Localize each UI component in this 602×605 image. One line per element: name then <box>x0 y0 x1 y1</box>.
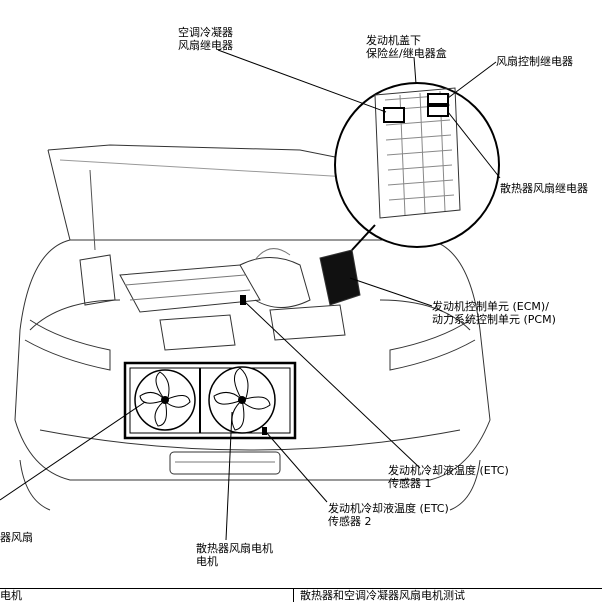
footer-left-text: 电机 <box>0 589 22 602</box>
label-line: 电机 <box>196 555 218 568</box>
label-under-hood-box: 发动机盖下 保险丝/继电器盒 <box>366 34 447 60</box>
label-line: 保险丝/继电器盒 <box>366 47 447 60</box>
footer-divider <box>293 589 294 602</box>
label-fan-control-relay: 风扇控制继电器 <box>496 55 573 68</box>
label-line: 器风扇 <box>0 531 33 544</box>
label-line: 发动机冷却液温度 (ETC) <box>328 502 449 515</box>
footer-bar: 电机 散热器和空调冷凝器风扇电机测试 <box>0 588 602 602</box>
label-line: 发动机冷却液温度 (ETC) <box>388 464 509 477</box>
label-line: 动力系统控制单元 (PCM) <box>432 313 556 326</box>
label-line: 发动机控制单元 (ECM)/ <box>432 300 549 313</box>
label-ect-sensor-1: 发动机冷却液温度 (ETC) 传感器 1 <box>388 464 509 490</box>
label-line: 风扇继电器 <box>178 39 233 52</box>
label-line: 散热器风扇继电器 <box>500 182 588 195</box>
label-ac-condenser-fan-relay: 空调冷凝器 风扇继电器 <box>178 26 233 52</box>
label-line: 空调冷凝器 <box>178 26 233 39</box>
label-line: 传感器 2 <box>328 515 372 528</box>
footer-right-text: 散热器和空调冷凝器风扇电机测试 <box>300 589 465 602</box>
label-radiator-fan-relay: 散热器风扇继电器 <box>500 182 588 195</box>
label-ecm-pcm: 发动机控制单元 (ECM)/ 动力系统控制单元 (PCM) <box>432 300 556 326</box>
label-condenser-fan-partial: 器风扇 <box>0 531 33 544</box>
label-line: 散热器风扇电机 <box>196 542 273 555</box>
label-radiator-fan-motor: 散热器风扇电机 电机 <box>196 542 273 568</box>
label-line: 风扇控制继电器 <box>496 55 573 68</box>
label-ect-sensor-2: 发动机冷却液温度 (ETC) 传感器 2 <box>328 502 449 528</box>
label-line: 发动机盖下 <box>366 34 421 47</box>
label-line: 传感器 1 <box>388 477 432 490</box>
